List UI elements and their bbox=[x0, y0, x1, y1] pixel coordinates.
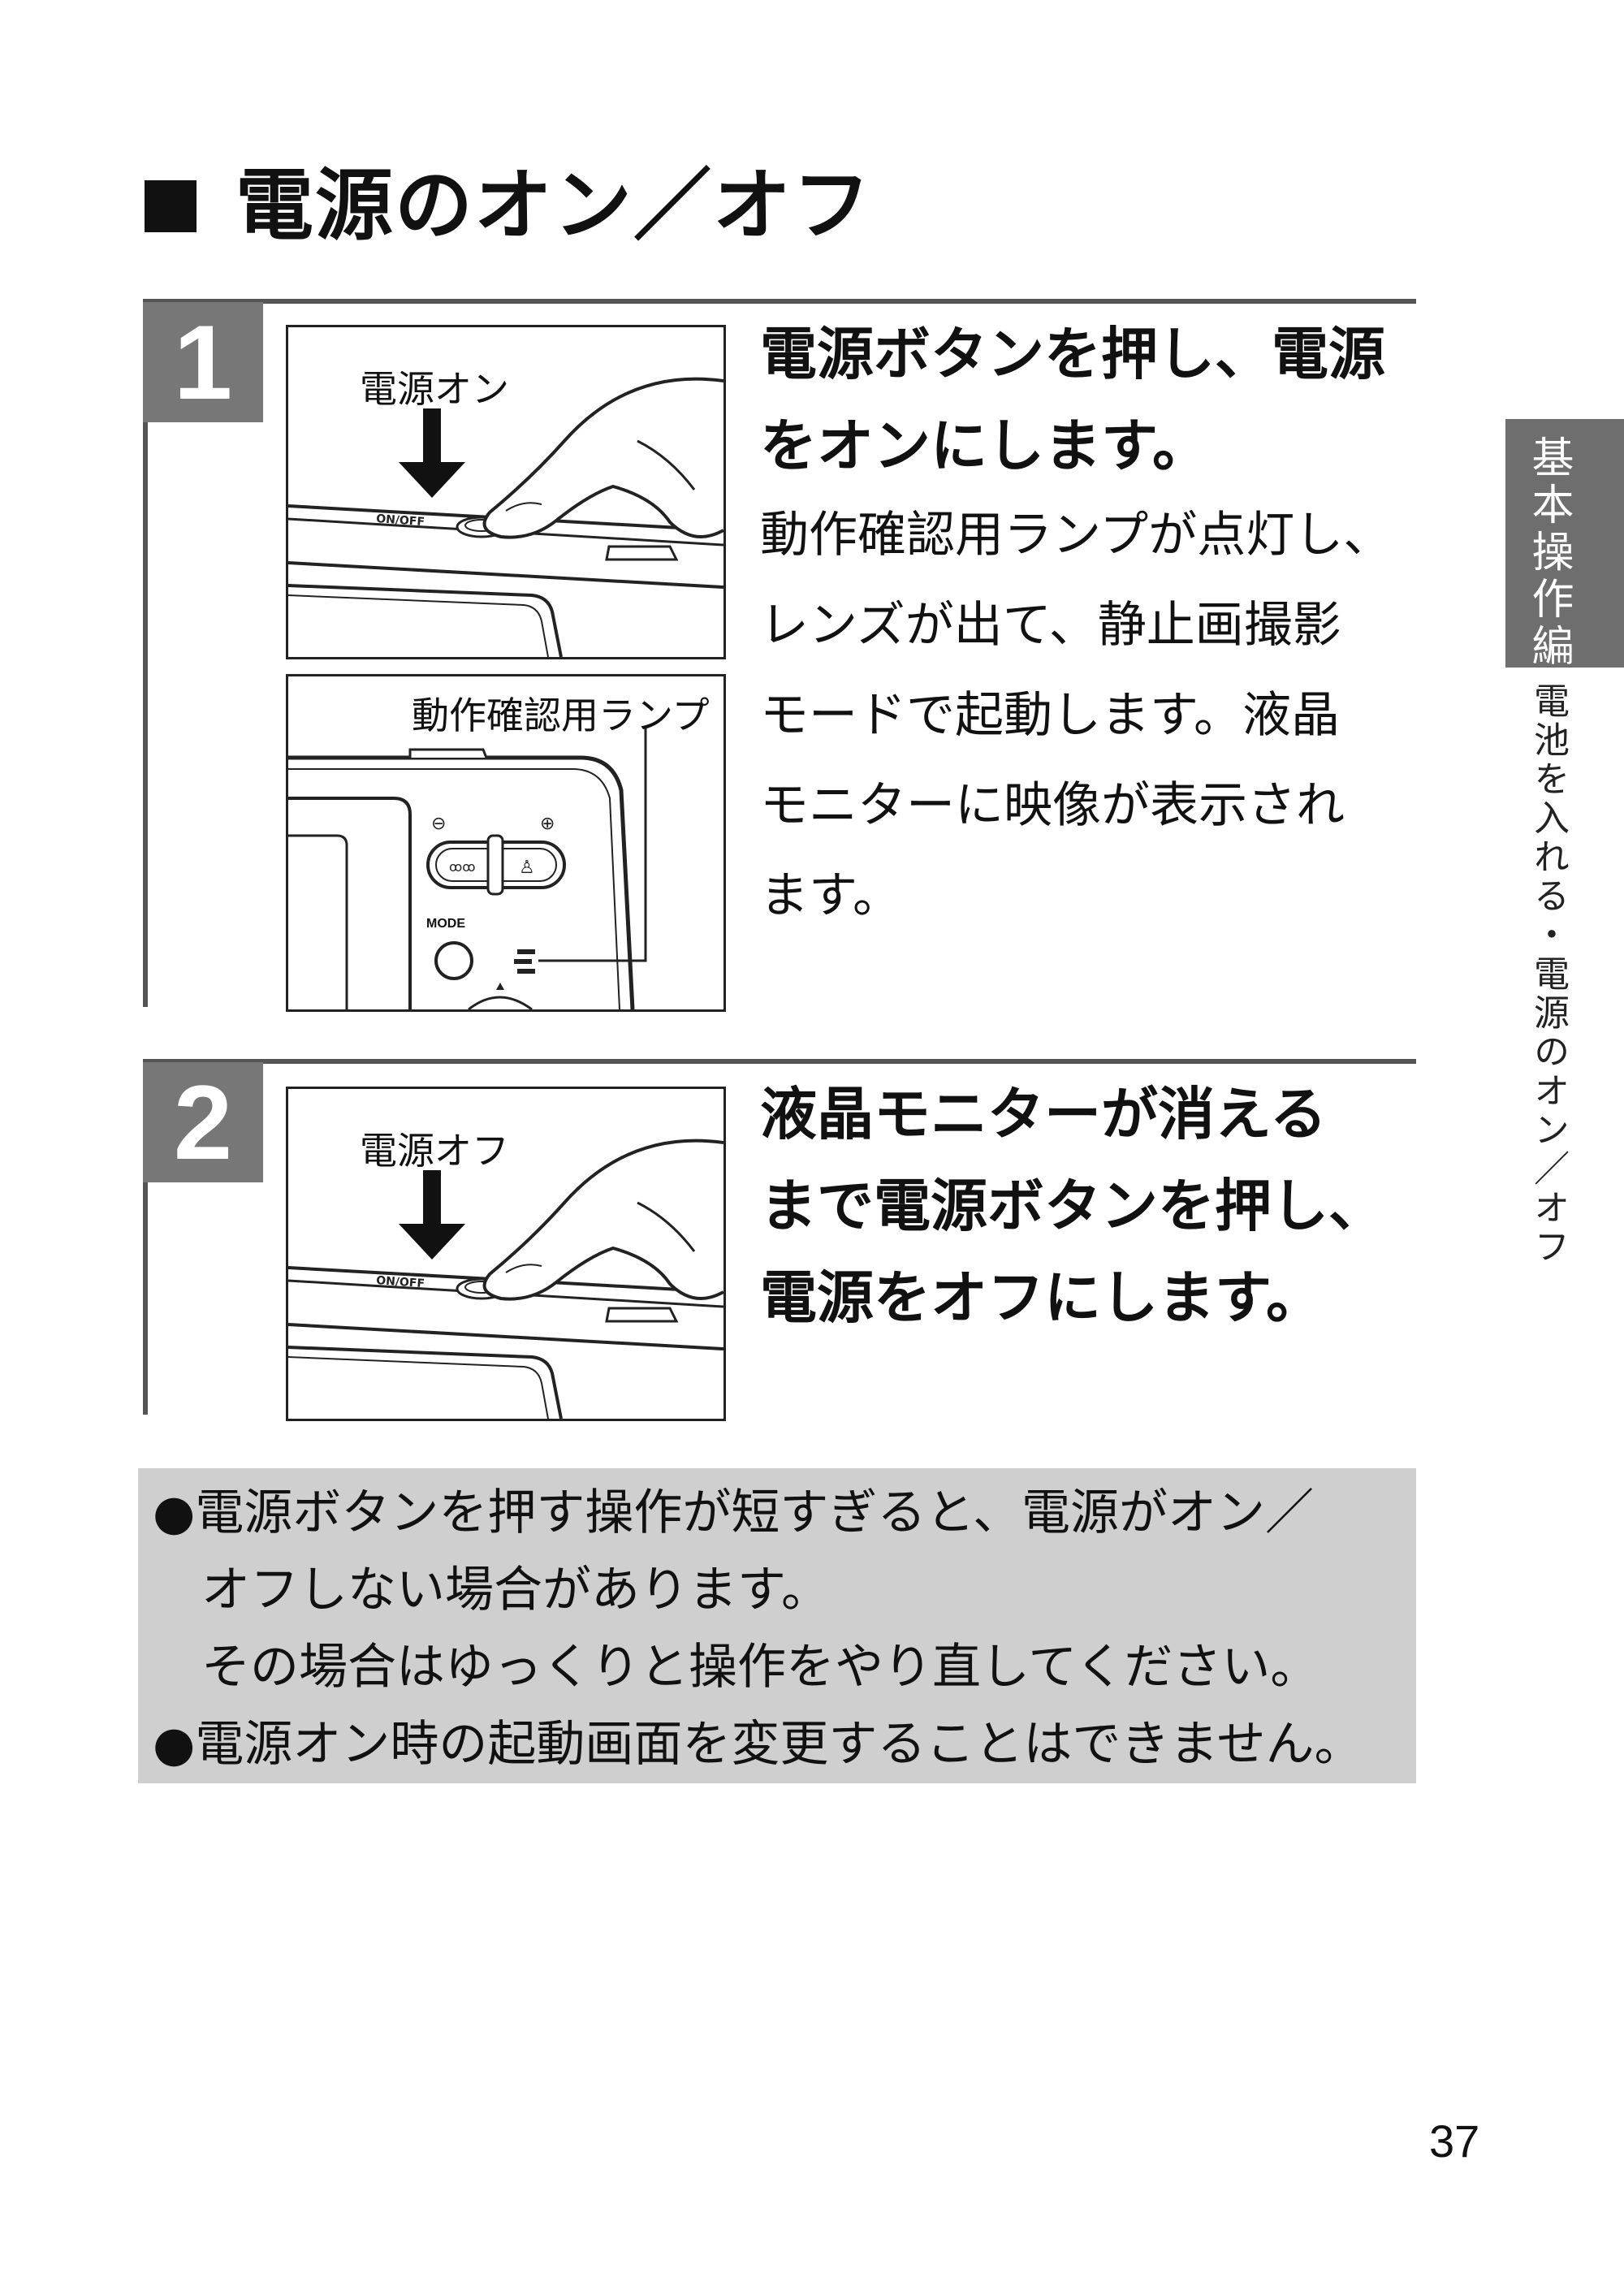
step-1-body-line: レンズが出て、静止画撮影 bbox=[760, 597, 1341, 654]
step-1-text: 電源ボタンを押し、電源 をオンにします。 動作確認用ランプが点灯し、 レンズが出… bbox=[760, 309, 1392, 941]
step-1-body-line: モードで起動します。液晶 bbox=[760, 687, 1340, 744]
step-1-lamp-illustration: ⊖ ⊕ ꝏꝏ ♙ 動作確認用ランプ MODE bbox=[286, 674, 726, 1012]
side-chapter-label: 電池を入れる・電源のオン／オフ bbox=[1527, 682, 1569, 1267]
svg-text:ꝏꝏ: ꝏꝏ bbox=[449, 859, 476, 875]
step-2-heading-line: まで電源ボタンを押し、 bbox=[760, 1173, 1385, 1239]
step-2-heading-line: 電源をオフにします。 bbox=[760, 1264, 1323, 1331]
notes-box: ●電源ボタンを押す操作が短すぎると、電源がオン／ オフしない場合があります。 そ… bbox=[138, 1468, 1416, 1783]
svg-text:♙: ♙ bbox=[519, 858, 535, 878]
lamp-label: 動作確認用ランプ bbox=[412, 694, 710, 737]
step-1-left-rule bbox=[143, 299, 148, 1007]
svg-text:ON/OFF: ON/OFF bbox=[376, 512, 425, 529]
step-2-top-rule bbox=[143, 1059, 1416, 1064]
page-title: 電源のオン／オフ bbox=[235, 160, 872, 251]
step-1-heading-line: 電源ボタンを押し、電源 bbox=[760, 321, 1385, 387]
step-1-body-line: 動作確認用ランプが点灯し、 bbox=[760, 507, 1393, 564]
step-1-top-rule bbox=[143, 299, 1416, 304]
step-1-heading-line: をオンにします。 bbox=[760, 413, 1209, 479]
svg-text:ON/OFF: ON/OFF bbox=[376, 1274, 425, 1290]
side-section-tab bbox=[1505, 419, 1624, 668]
side-section-tab-label: 基本操作編 bbox=[1524, 435, 1573, 671]
note-line: ●電源ボタンを押す操作が短すぎると、電源がオン／ bbox=[153, 1484, 1314, 1541]
note-line: その場合はゆっくりと操作をやり直してください。 bbox=[153, 1639, 1320, 1696]
svg-text:⊖: ⊖ bbox=[431, 814, 446, 834]
page-number: 37 bbox=[1429, 2115, 1480, 2167]
step-2-power-off-illustration: ON/OFF 電源オフ bbox=[286, 1087, 726, 1421]
title-bullet-square bbox=[145, 180, 197, 232]
step-2-heading-line: 液晶モニターが消える bbox=[760, 1081, 1327, 1147]
step-1-body-line: ます。 bbox=[760, 867, 901, 924]
note-line: ●電源オン時の起動画面を変更することはできません。 bbox=[153, 1716, 1363, 1773]
step-2-left-rule bbox=[143, 1059, 148, 1415]
mode-button-label: MODE bbox=[426, 917, 465, 931]
step-1-body-line: モニターに映像が表示され bbox=[760, 777, 1345, 834]
step-1-number: 1 bbox=[143, 302, 263, 422]
power-off-label: 電源オフ bbox=[360, 1129, 509, 1173]
step-2-number: 2 bbox=[143, 1062, 263, 1182]
step-2-text: 液晶モニターが消える まで電源ボタンを押し、 電源をオフにします。 bbox=[760, 1069, 1385, 1344]
svg-text:⊕: ⊕ bbox=[540, 814, 555, 834]
power-on-label: 電源オン bbox=[360, 367, 509, 411]
step-1-power-on-illustration: ON/OFF 電源オン bbox=[286, 325, 726, 659]
note-line: オフしない場合があります。 bbox=[153, 1562, 830, 1618]
